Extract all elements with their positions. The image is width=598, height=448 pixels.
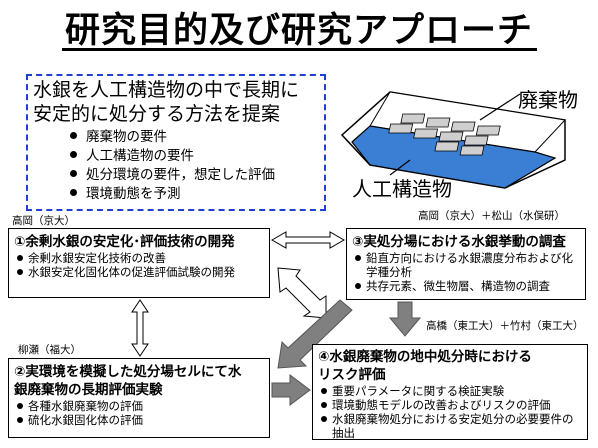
- research-item-1: ①余剰水銀の安定化･評価技術の開発 余剰水銀安定化技術の改善 水銀安定化固化体の…: [8, 228, 270, 298]
- research-item-2-title-line2: 銀廃棄物の長期評価実験: [14, 382, 163, 398]
- research-item-3: ③実処分場における水銀挙動の調査 鉛直方向における水銀濃度分布および化学種分析 …: [346, 228, 586, 300]
- research-item-2-point: 各種水銀廃棄物の評価: [14, 399, 264, 413]
- research-item-4-title-line2: リスク評価: [318, 367, 386, 383]
- arrow-box1-box2: [131, 299, 149, 357]
- research-item-1-point: 余剰水銀安定化技術の改善: [14, 251, 264, 265]
- research-item-1-point: 水銀安定化固化体の促進評価試験の開発: [14, 265, 264, 279]
- goal-line-2: 安定的に処分する方法を提案: [33, 103, 281, 125]
- research-item-2-point: 硫化水銀固化体の評価: [14, 413, 264, 427]
- waste-label: 廃棄物: [518, 88, 578, 112]
- arrow-box1-box3: [270, 231, 346, 249]
- structure-pointer-line: [389, 159, 411, 176]
- arrow-box3-box4: [388, 301, 422, 337]
- research-item-2: ②実環境を模擬した処分場セルにて水 銀廃棄物の長期評価実験 各種水銀廃棄物の評価…: [8, 358, 270, 438]
- research-item-4: ④水銀廃棄物の地中処分時における リスク評価 重要パラメータに関する検証実験 環…: [312, 344, 588, 440]
- goal-bullet: 処分環境の要件，想定した評価: [70, 166, 275, 185]
- page-title: 研究目的及び研究アプローチ: [64, 11, 533, 51]
- goal-requirements-list: 廃棄物の要件 人工構造物の要件 処分環境の要件，想定した評価 環境動態を予測: [70, 128, 275, 204]
- arrow-box2-box4: [271, 374, 311, 406]
- title-underline: [62, 48, 537, 51]
- research-item-3-point: 共存元素、微生物層、構造物の調査: [352, 279, 580, 293]
- researcher-tag-1: 高岡（京大）: [12, 215, 75, 227]
- research-item-2-title-line1: ②実環境を模擬した処分場セルにて水: [14, 364, 242, 380]
- researcher-tag-3: 高岡（京大）＋松山（水俣研）: [418, 210, 565, 222]
- goal-bullet: 廃棄物の要件: [70, 128, 275, 147]
- arrow-box1-box4: [277, 267, 327, 319]
- arrow-box3-box2: [277, 299, 353, 369]
- researcher-tag-4: 高橋（東工大）＋竹村（東工大）: [426, 320, 584, 332]
- research-item-4-point: 環境動態モデルの改善およびリスクの評価: [318, 398, 582, 412]
- goal-line-1: 水銀を人工構造物の中で長期に: [33, 79, 300, 101]
- research-item-3-title: ③実処分場における水銀挙動の調査: [352, 234, 566, 250]
- research-item-1-title: ①余剰水銀の安定化･評価技術の開発: [14, 234, 235, 250]
- research-item-4-title-line1: ④水銀廃棄物の地中処分時における: [318, 349, 532, 365]
- goal-bullet: 人工構造物の要件: [70, 147, 275, 166]
- structure-label: 人工構造物: [352, 177, 452, 201]
- researcher-tag-2: 柳瀬（福大）: [18, 344, 81, 356]
- goal-bullet: 環境動態を予測: [70, 185, 275, 204]
- goal-statement: 水銀を人工構造物の中で長期に 安定的に処分する方法を提案: [33, 78, 325, 126]
- research-item-4-point: 水銀廃棄物処分における安定処分の必要要件の抽出: [318, 412, 582, 440]
- disposal-structure-illustration: [340, 91, 567, 189]
- goal-box: [26, 74, 326, 211]
- research-item-3-point: 鉛直方向における水銀濃度分布および化学種分析: [352, 251, 580, 279]
- research-item-4-point: 重要パラメータに関する検証実験: [318, 384, 582, 398]
- waste-pointer-line: [479, 93, 521, 121]
